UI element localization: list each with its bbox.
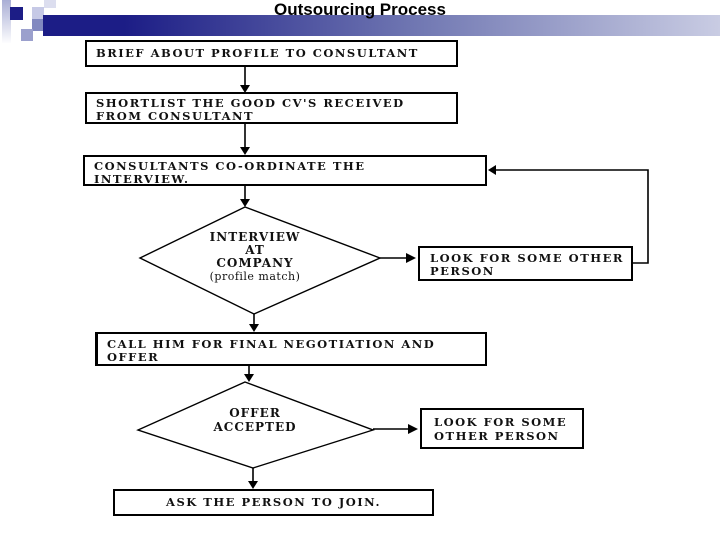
flow-box-brief-text: BRIEF ABOUT PROFILE TO CONSULTANT <box>96 46 419 60</box>
flow-box-call-line2: OFFER <box>107 350 160 364</box>
arrowhead-right-icon <box>406 253 416 263</box>
flow-box-shortlist: SHORTLIST THE GOOD CV'S RECEIVED FROM CO… <box>85 92 458 124</box>
flow-box-shortlist-line2: FROM CONSULTANT <box>96 109 255 123</box>
arrowhead-down-icon <box>248 481 258 489</box>
title-gradient-bar <box>43 15 720 36</box>
flow-diamond-offer: OFFER ACCEPTED <box>150 406 360 434</box>
deco-square-pale <box>44 0 56 8</box>
deco-vertical-strip <box>2 0 11 43</box>
diamond-offer-line2: ACCEPTED <box>213 420 297 434</box>
arrowhead-down-icon <box>240 199 250 207</box>
arrowhead-down-icon <box>240 147 250 155</box>
deco-square-slate <box>21 29 33 41</box>
diamond-interview-line3: COMPANY <box>216 256 294 270</box>
flow-box-consultants-line2: INTERVIEW. <box>94 172 190 186</box>
arrowhead-down-icon <box>249 324 259 332</box>
deco-square-medium <box>32 19 44 31</box>
deco-square-navy <box>10 7 23 20</box>
flow-box-look1-line2: PERSON <box>430 264 495 278</box>
flow-box-ask-text: ASK THE PERSON TO JOIN. <box>166 495 381 509</box>
diamond-interview-line4: (profile match) <box>209 270 301 283</box>
deco-square-light <box>32 7 44 19</box>
flow-box-look-other-2: LOOK FOR SOME OTHER PERSON <box>420 408 584 449</box>
flow-box-brief: BRIEF ABOUT PROFILE TO CONSULTANT <box>85 40 458 67</box>
flow-box-call-line1: CALL HIM FOR FINAL NEGOTIATION AND <box>107 337 436 351</box>
diamond-offer-line1: OFFER <box>229 406 281 420</box>
flow-box-look2-line2: OTHER PERSON <box>434 429 560 443</box>
flow-box-ask-join: ASK THE PERSON TO JOIN. <box>113 489 434 516</box>
flow-box-look2-line1: LOOK FOR SOME <box>434 415 568 429</box>
flow-box-consultants: CONSULTANTS CO-ORDINATE THE INTERVIEW. <box>83 155 487 186</box>
flow-box-look-other-1: LOOK FOR SOME OTHER PERSON <box>418 246 633 281</box>
arrowhead-left-icon <box>488 165 496 175</box>
flow-box-call: CALL HIM FOR FINAL NEGOTIATION AND OFFER <box>95 332 487 366</box>
flow-box-shortlist-line1: SHORTLIST THE GOOD CV'S RECEIVED <box>96 96 405 110</box>
flow-diamond-interview: INTERVIEW AT COMPANY (profile match) <box>145 231 365 284</box>
slide-title: Outsourcing Process <box>274 0 446 19</box>
arrowhead-down-icon <box>244 374 254 382</box>
arrowhead-right-icon <box>408 424 418 434</box>
flow-box-consultants-line1: CONSULTANTS CO-ORDINATE THE <box>94 159 366 173</box>
